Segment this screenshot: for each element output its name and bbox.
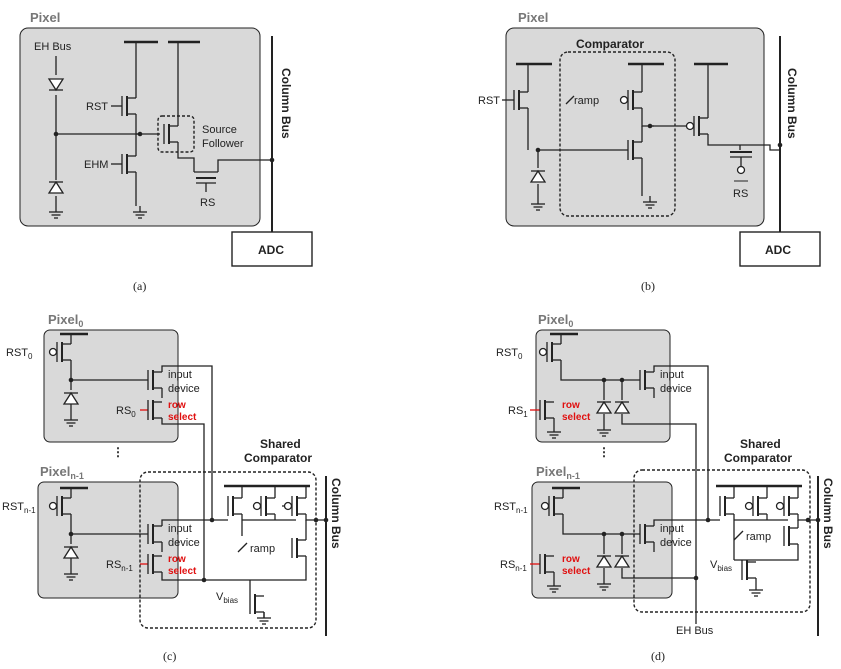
rsn-label: RSn-1 [500,559,527,573]
select-label: select [562,412,591,423]
row-label: row [562,554,580,565]
rstn-label: RSTn-1 [494,501,528,515]
ellipsis-dots: ⋮ [598,445,610,459]
rs-label: RS [200,197,215,209]
ground-icon [748,583,764,597]
rst-label: RST [478,95,500,107]
panel-b: Pixel Comparator RST ramp RS [478,10,821,293]
device-label: device [660,537,692,549]
input-label: input [660,523,684,535]
comparator-label: Comparator [576,37,644,51]
row-label: row [168,554,186,565]
ground-icon [256,611,272,625]
rs1-label: RS1 [508,405,528,419]
select-label: select [168,566,197,577]
follower-label: Follower [202,138,244,150]
adc-box [739,231,821,267]
pixel0-title: Pixel0 [48,312,83,329]
source-follower-box [157,115,195,153]
source-label: Source [202,124,237,136]
select-label: select [562,566,591,577]
select-label: select [168,412,197,423]
column-bus-label: Column Bus [821,478,835,549]
ramp-nmos-icon [783,525,799,547]
comparator-pmos-icon [291,495,307,517]
shared-label: Shared [740,437,781,451]
eh-bus-label: EH Bus [34,41,72,53]
rst0-label: RST0 [6,347,33,361]
shared-comparator-box [633,469,811,613]
comparator-nmos-icon [227,495,243,517]
pixel0-box [43,329,179,443]
column-bus-label: Column Bus [785,68,799,139]
comparator-pmos-icon [260,495,276,517]
column-bus-label: Column Bus [329,478,343,549]
comparator-pmos-icon [752,495,768,517]
vbias-label: Vbias [216,591,238,605]
comparator-box [559,51,676,217]
pixeln-title: Pixeln-1 [536,464,580,481]
shared-comparator-box [139,471,317,629]
ramp-label: ramp [574,95,599,107]
shared-label: Shared [260,437,301,451]
caption-c: (c) [163,649,176,663]
device-label: device [660,383,692,395]
ramp-nmos-icon [291,537,307,559]
pixel-title: Pixel [30,10,60,25]
comparator-label: Comparator [724,451,792,465]
column-bus-label: Column Bus [279,68,293,139]
adc-label: ADC [765,243,791,257]
input-label: input [168,523,192,535]
comparator-pmos-icon [783,495,799,517]
row-label: row [562,400,580,411]
rst-label: RST [86,101,108,113]
rsn-label: RSn-1 [106,559,133,573]
rs-label: RS [733,188,748,200]
ramp-label: ramp [746,531,771,543]
pixel0-box [535,329,671,443]
pixel-title: Pixel [518,10,548,25]
pixeln-box [531,481,673,599]
eh-bus-label: EH Bus [676,625,714,637]
rstn-label: RSTn-1 [2,501,36,515]
panel-a: Pixel EH Bus RST EHM Source Follower [19,10,313,293]
rs0-label: RS0 [116,405,136,419]
panel-c: Pixel0 RST0 input device RS0 row select … [2,312,343,663]
vbias-transistor-icon [249,593,265,615]
input-label: input [168,369,192,381]
caption-d: (d) [651,649,665,663]
pixel-box [19,27,261,227]
ehm-label: EHM [84,159,108,171]
ellipsis-dots: ⋮ [112,445,124,459]
input-label: input [660,369,684,381]
caption-a: (a) [133,279,146,293]
comparator-label: Comparator [244,451,312,465]
vbias-transistor-icon [741,559,757,581]
device-label: device [168,537,200,549]
panel-d: Pixel0 RST0 input device RS1 row select … [494,312,835,663]
pixeln-title: Pixeln-1 [40,464,84,481]
pixel0-title: Pixel0 [538,312,573,329]
row-label: row [168,400,186,411]
caption-b: (b) [641,279,655,293]
device-label: device [168,383,200,395]
adc-label: ADC [258,243,284,257]
vbias-label: Vbias [710,559,732,573]
ramp-label: ramp [250,543,275,555]
pixeln-box [37,481,179,599]
pixel-box [505,27,765,227]
comparator-nmos-icon [719,495,735,517]
rst0-label: RST0 [496,347,523,361]
adc-box [231,231,313,267]
